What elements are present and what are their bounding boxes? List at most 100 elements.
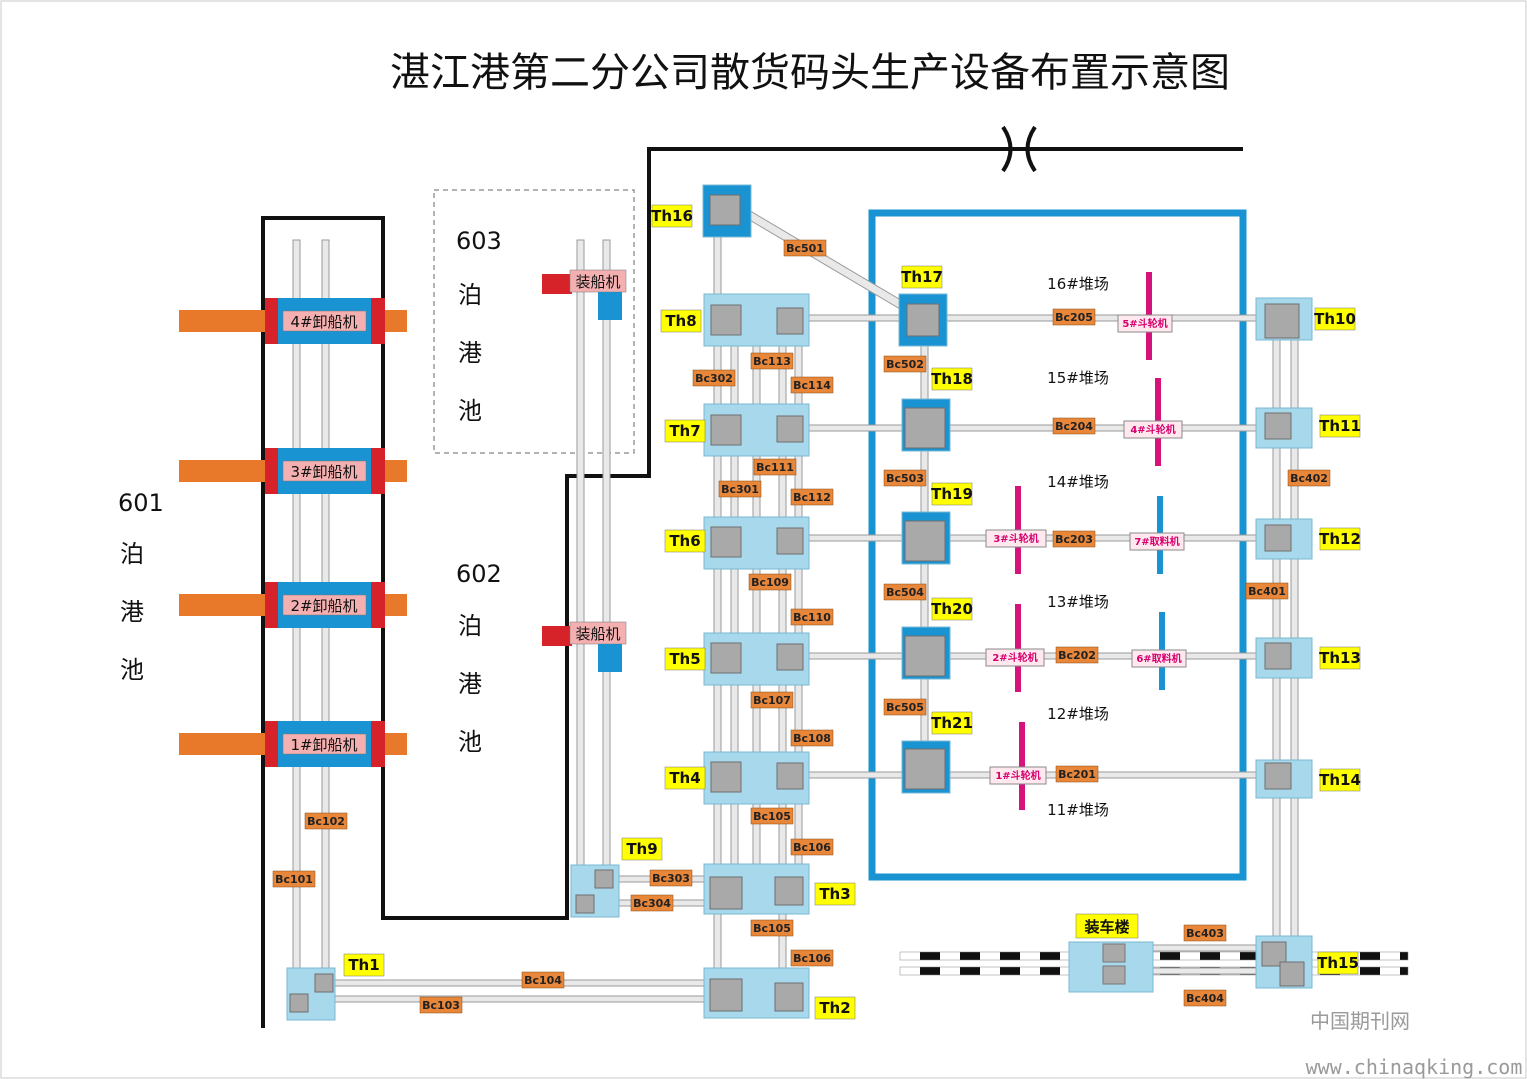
junction-25 bbox=[1264, 412, 1292, 440]
conveyor-label-Bc105: Bc105 bbox=[753, 810, 791, 823]
conveyor-tag-30 bbox=[883, 355, 927, 373]
junction-6 bbox=[710, 304, 742, 336]
unloader-2-label: 2#卸船机 bbox=[290, 597, 357, 615]
conveyor-tag-18 bbox=[1052, 530, 1096, 548]
machine-tag-5#斗轮机 bbox=[1117, 314, 1173, 333]
machine-label-3#斗轮机: 3#斗轮机 bbox=[993, 532, 1038, 545]
svg-text:港: 港 bbox=[458, 339, 482, 367]
junction-1 bbox=[906, 303, 940, 337]
shoreline bbox=[261, 147, 1243, 1028]
stockyard-frame bbox=[868, 209, 1247, 881]
conveyor-tag-14 bbox=[750, 352, 794, 370]
conveyor-tag-1 bbox=[304, 812, 348, 830]
watermark-line1: 中国期刊网 bbox=[1310, 1009, 1410, 1033]
junction-19 bbox=[774, 982, 804, 1012]
machine-tag-1#斗轮机 bbox=[989, 766, 1047, 785]
tower-tag-Th8 bbox=[660, 309, 702, 333]
conveyor-label-Bc111: Bc111 bbox=[756, 461, 794, 474]
tower-tag-Th7 bbox=[664, 419, 706, 443]
shiploader-1-label: 装船机 bbox=[575, 273, 620, 291]
unloader-2: 2#卸船机 bbox=[179, 582, 407, 628]
tower-label-Th3: Th3 bbox=[819, 885, 850, 903]
bucket-wheel-2-post bbox=[1015, 604, 1021, 692]
machine-label-6#取料机: 6#取料机 bbox=[1136, 652, 1181, 665]
conveyor-label-Bc505: Bc505 bbox=[886, 701, 924, 714]
conveyor-tag-32 bbox=[883, 583, 927, 601]
tower-label-Th12: Th12 bbox=[1319, 530, 1361, 548]
conveyor-label-Bc301: Bc301 bbox=[721, 483, 759, 496]
svg-text:602: 602 bbox=[456, 560, 502, 588]
conveyor-tag-8 bbox=[750, 691, 794, 709]
conveyor-label-Bc114: Bc114 bbox=[793, 379, 831, 392]
machine-label-2#斗轮机: 2#斗轮机 bbox=[992, 651, 1037, 664]
tower-tag-Th13 bbox=[1319, 646, 1361, 670]
junction-17 bbox=[774, 876, 804, 906]
tower-tag-Th19 bbox=[931, 482, 973, 506]
machine-tag-6#取料机 bbox=[1131, 649, 1187, 668]
junction-28 bbox=[1264, 762, 1292, 790]
yard-11-label: 11#堆场 bbox=[1047, 801, 1109, 819]
conveyor-label-Bc105: Bc105 bbox=[753, 922, 791, 935]
yard-15-label: 15#堆场 bbox=[1047, 369, 1109, 387]
junction-23 bbox=[289, 993, 309, 1013]
transfer-towers bbox=[286, 184, 1313, 1021]
tower-tag-Th4 bbox=[664, 766, 706, 790]
tower-label-Th5: Th5 bbox=[669, 650, 700, 668]
tower-label-Th10: Th10 bbox=[1314, 310, 1356, 328]
tower-tag-Th11 bbox=[1319, 414, 1361, 438]
junction-27 bbox=[1264, 642, 1292, 670]
unloader-1: 1#卸船机 bbox=[179, 721, 407, 767]
yard-12-label: 12#堆场 bbox=[1047, 705, 1109, 723]
tower-label-Th9: Th9 bbox=[626, 840, 657, 858]
tower-label-Th18: Th18 bbox=[931, 370, 973, 388]
tower-label-Th11: Th11 bbox=[1319, 417, 1361, 435]
tower-tag-Th3 bbox=[814, 882, 856, 906]
machine-tag-2#斗轮机 bbox=[985, 648, 1045, 667]
machine-tag-4#斗轮机 bbox=[1123, 420, 1183, 439]
conveyor-label-Bc205: Bc205 bbox=[1055, 311, 1093, 324]
tower-tag-Th17 bbox=[901, 265, 943, 289]
shiploader-1: 装船机 bbox=[542, 269, 627, 320]
junction-12 bbox=[710, 642, 742, 674]
junction-22 bbox=[314, 973, 334, 993]
svg-text:港: 港 bbox=[458, 670, 482, 698]
unloader-3-label: 3#卸船机 bbox=[290, 463, 357, 481]
conveyor-label-Bc503: Bc503 bbox=[886, 472, 924, 485]
conveyor-tag-27 bbox=[1183, 924, 1227, 942]
tower-label-Th17: Th17 bbox=[901, 268, 943, 286]
yard-16-label: 16#堆场 bbox=[1047, 275, 1109, 293]
tower-tag-Th6 bbox=[664, 529, 706, 553]
junction-2 bbox=[904, 407, 946, 449]
conveyor-label-Bc501: Bc501 bbox=[786, 242, 824, 255]
tower-tag-Th12 bbox=[1319, 527, 1361, 551]
tower-tag-Th18 bbox=[931, 367, 973, 391]
conveyor-label-Bc109: Bc109 bbox=[751, 576, 789, 589]
conveyor-tag-26 bbox=[1287, 469, 1331, 487]
berth-602-label: 602 泊 港 池 bbox=[456, 560, 502, 756]
tower-label-Th7: Th7 bbox=[669, 422, 700, 440]
conveyor-label-Bc403: Bc403 bbox=[1186, 927, 1224, 940]
svg-text:池: 池 bbox=[458, 728, 482, 756]
junction-26 bbox=[1264, 524, 1292, 552]
svg-text:泊: 泊 bbox=[458, 281, 482, 309]
conveyor-label-Bc504: Bc504 bbox=[886, 586, 924, 599]
tower-label-Th14: Th14 bbox=[1319, 771, 1361, 789]
tower-tag-Th10 bbox=[1314, 307, 1356, 331]
conveyor-label-Bc113: Bc113 bbox=[753, 355, 791, 368]
conveyor-label-Bc106: Bc106 bbox=[793, 841, 831, 854]
conveyor-label-Bc110: Bc110 bbox=[793, 611, 831, 624]
tower-tag-Th15 bbox=[1317, 951, 1359, 975]
conveyor-tag-10 bbox=[748, 573, 792, 591]
conveyor-label-Bc104: Bc104 bbox=[524, 974, 562, 987]
conveyor-tag-17 bbox=[1055, 646, 1099, 664]
tower-label-Th21: Th21 bbox=[931, 714, 973, 732]
junction-5 bbox=[904, 748, 946, 790]
tower-label-Th15: Th15 bbox=[1317, 954, 1359, 972]
shiploader-2-label: 装船机 bbox=[575, 625, 620, 643]
conveyor-tag-2 bbox=[419, 996, 463, 1014]
conveyor-label-Bc202: Bc202 bbox=[1058, 649, 1096, 662]
conveyor-tag-22 bbox=[692, 369, 736, 387]
junction-8 bbox=[710, 414, 742, 446]
